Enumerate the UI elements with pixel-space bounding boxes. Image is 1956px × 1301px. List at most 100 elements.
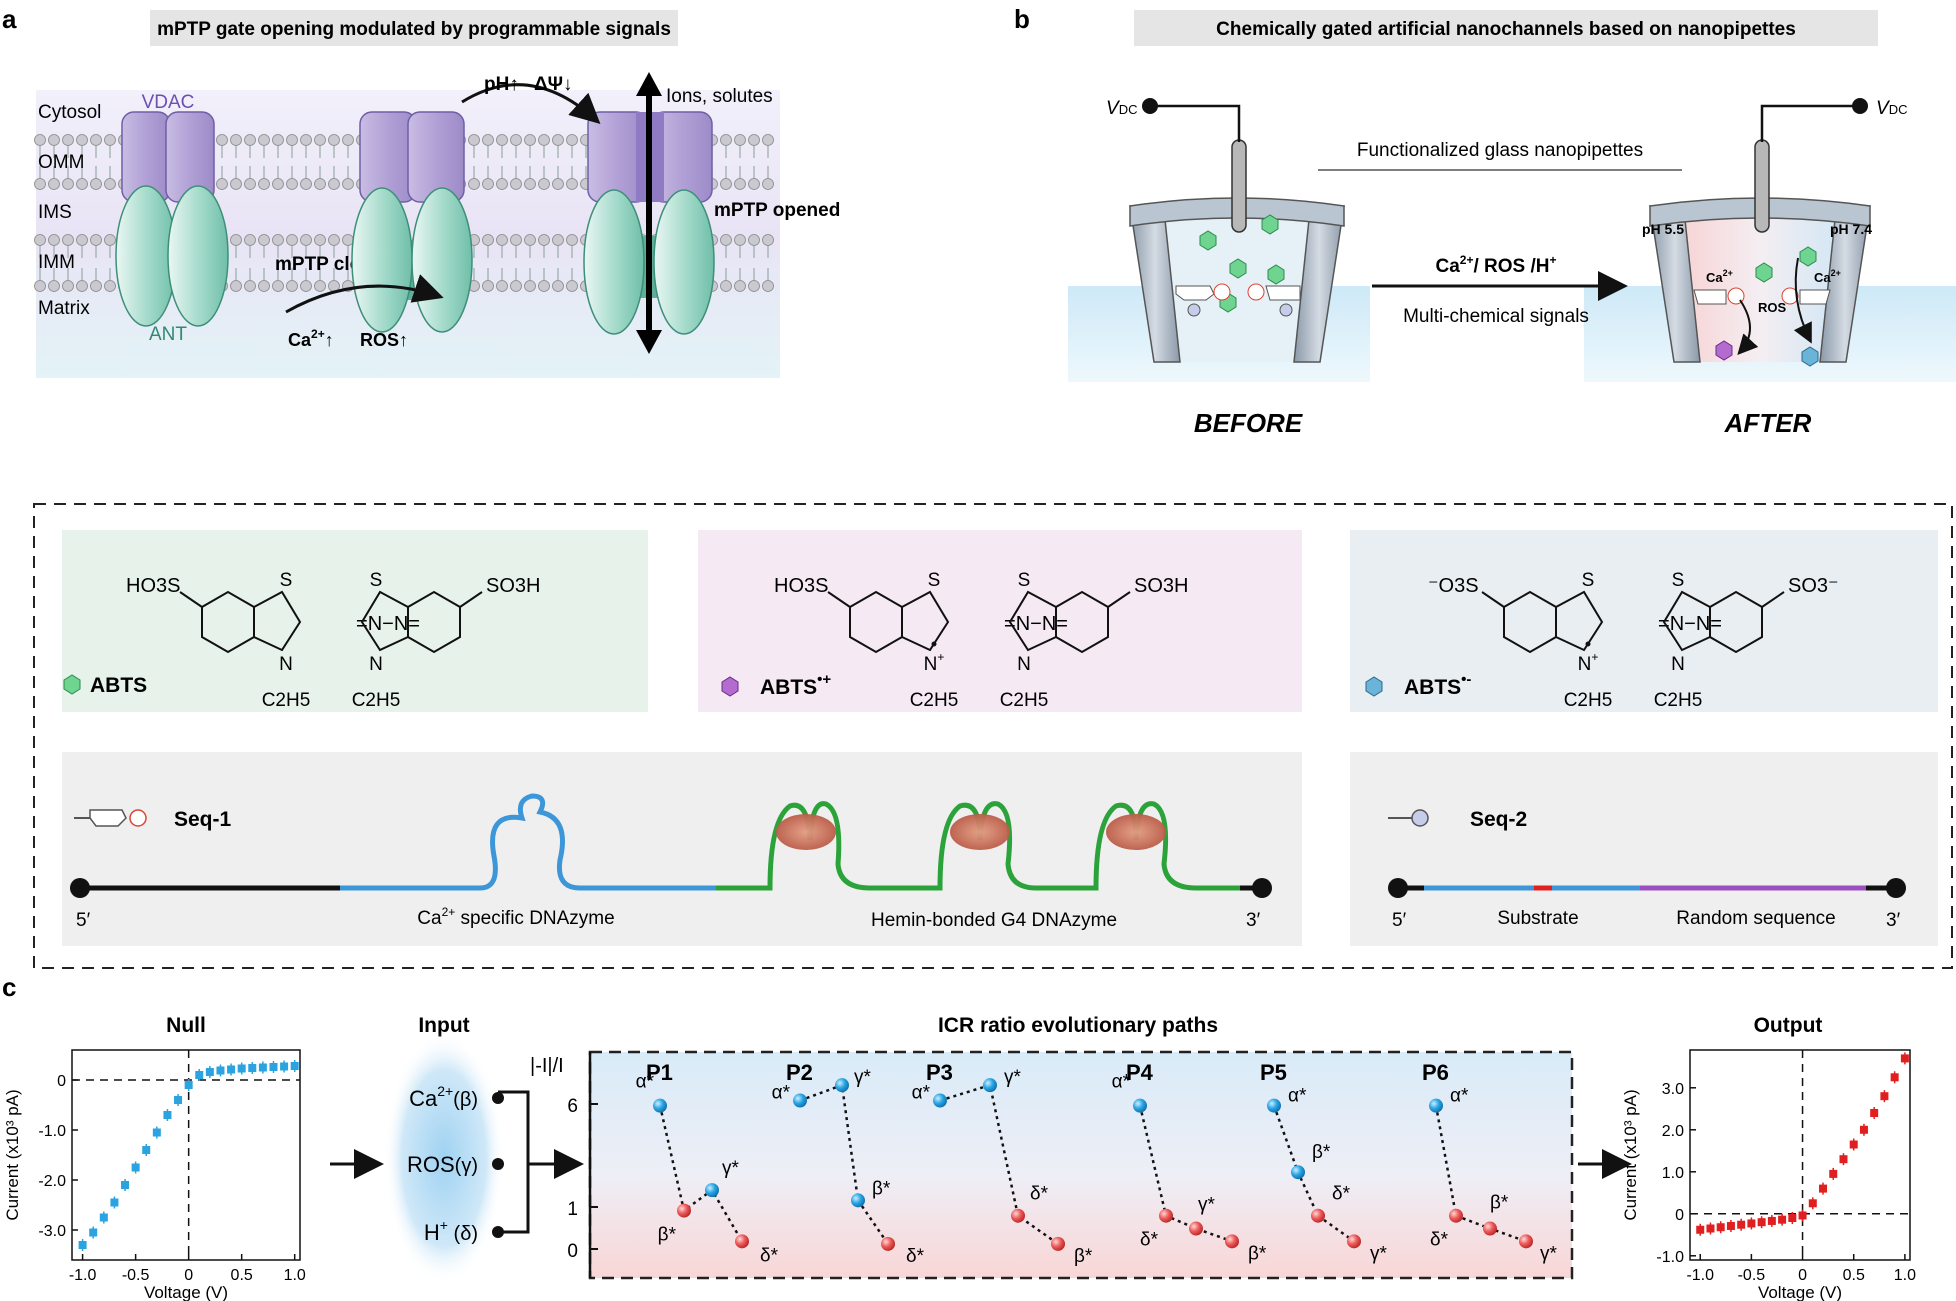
path-node-label: α* (1112, 1072, 1131, 1093)
lipid-head (314, 178, 326, 190)
ant-label: ANT (149, 324, 187, 345)
path-node (851, 1193, 865, 1208)
abts-box (62, 530, 648, 712)
lipid-head (734, 178, 746, 190)
sulfonate-right: SO3⁻ (1788, 575, 1839, 597)
data-point (205, 1068, 214, 1076)
lipid-head (300, 280, 312, 292)
panel-b-letter: b (1014, 4, 1030, 34)
abts-cation-name: ABTS•+ (760, 671, 831, 699)
abts-radical-cation-box (698, 530, 1302, 712)
lipid-head (762, 280, 774, 292)
lipid-head (230, 134, 242, 146)
x-tick-label: 0 (1798, 1267, 1807, 1284)
ethyl-left: C2H5 (910, 690, 959, 711)
path-name: P3 (926, 1060, 953, 1085)
x-tick-label: 1.0 (1894, 1267, 1916, 1284)
x-tick-label: 0 (184, 1267, 193, 1284)
path-node-label: α* (1288, 1086, 1307, 1107)
lipid-head (216, 134, 228, 146)
sulfonate-bond (179, 591, 203, 608)
path-node (1291, 1165, 1305, 1180)
lipid-head (90, 178, 102, 190)
lipid-head (258, 234, 270, 246)
path-node-label: γ* (1370, 1243, 1388, 1264)
lipid-head (720, 234, 732, 246)
lipid-head (34, 234, 46, 246)
input-label: Ca2+(β) (409, 1083, 478, 1111)
seq1-label: Seq-1 (174, 808, 232, 831)
input-signals: Ca2+(β)ROS(γ)H+ (δ) (407, 1083, 504, 1245)
data-point (152, 1128, 161, 1137)
ethyl-left: C2H5 (262, 690, 311, 711)
path-node-label: δ* (906, 1246, 925, 1267)
lipid-head (230, 280, 242, 292)
ethyl-right: C2H5 (352, 690, 401, 711)
path-node-label: γ* (1004, 1067, 1022, 1088)
x-tick-label: -1.0 (69, 1267, 97, 1284)
lipid-head (524, 280, 536, 292)
lipid-head (76, 280, 88, 292)
path-node (677, 1203, 691, 1218)
lipid-head (510, 280, 522, 292)
path-node-label: β* (1248, 1243, 1267, 1264)
y-tick-label: 3.0 (1662, 1081, 1684, 1098)
lipid-head (748, 234, 760, 246)
lipid-head (34, 178, 46, 190)
label-imm: IMM (38, 252, 75, 273)
vdc-right: VDC (1876, 98, 1907, 119)
data-point (258, 1063, 267, 1072)
data-point (1839, 1155, 1848, 1164)
chemical-signals-top: Ca2+/ ROS /H+ (1435, 253, 1556, 277)
lipid-head (496, 280, 508, 292)
path-trajectory (799, 1083, 890, 1245)
seq1-five-prime: 5′ (76, 910, 91, 931)
lipid-head (748, 178, 760, 190)
data-point (1747, 1219, 1756, 1228)
path-node (1347, 1234, 1361, 1249)
lipid-head (328, 178, 340, 190)
x-tick-label: 1.0 (284, 1267, 306, 1284)
abts-anion-name: ABTS•- (1404, 671, 1471, 699)
lipid-head (762, 178, 774, 190)
path-node (881, 1236, 895, 1251)
data-point (290, 1062, 299, 1070)
y-tick-label: 0 (1675, 1207, 1684, 1224)
lipid-head (104, 178, 116, 190)
lipid-head (62, 280, 74, 292)
lipid-head (496, 178, 508, 190)
path-node-label: γ* (722, 1158, 740, 1179)
path-node-label: β* (1074, 1246, 1093, 1267)
lipid-head (566, 134, 578, 146)
vdac-label: VDAC (142, 92, 195, 113)
lipid-head (300, 234, 312, 246)
ethyl-right: C2H5 (1000, 690, 1049, 711)
sulfonate-right: SO3H (486, 575, 540, 597)
data-point (1870, 1109, 1879, 1117)
label-matrix: Matrix (38, 298, 90, 319)
path-node-label: γ* (854, 1067, 872, 1088)
lipid-head (342, 234, 354, 246)
x-tick-label: -1.0 (1686, 1267, 1714, 1284)
data-point (1859, 1125, 1868, 1134)
state-opened-label: mPTP opened (714, 200, 840, 221)
paths-ytick-1: 1 (567, 1199, 578, 1220)
nitrogen-atom-right: N (369, 654, 383, 675)
data-point (1737, 1220, 1746, 1229)
path-node (1311, 1208, 1325, 1223)
sulfonate-bond (827, 591, 851, 608)
benzene-ring (1055, 590, 1109, 654)
path-node-label: δ* (760, 1245, 779, 1266)
lipid-head (482, 134, 494, 146)
hemin-g4-label: Hemin-bonded G4 DNAzyme (871, 910, 1117, 931)
data-point (1798, 1211, 1807, 1220)
ions-solutes-label: Ions, solutes (666, 86, 773, 107)
signal-arrow-top (461, 83, 601, 125)
lipid-head (104, 234, 116, 246)
thiazole-ring (253, 590, 302, 652)
thiazole-ring (1008, 590, 1057, 652)
lipid-head (314, 280, 326, 292)
lipid-head (244, 234, 256, 246)
